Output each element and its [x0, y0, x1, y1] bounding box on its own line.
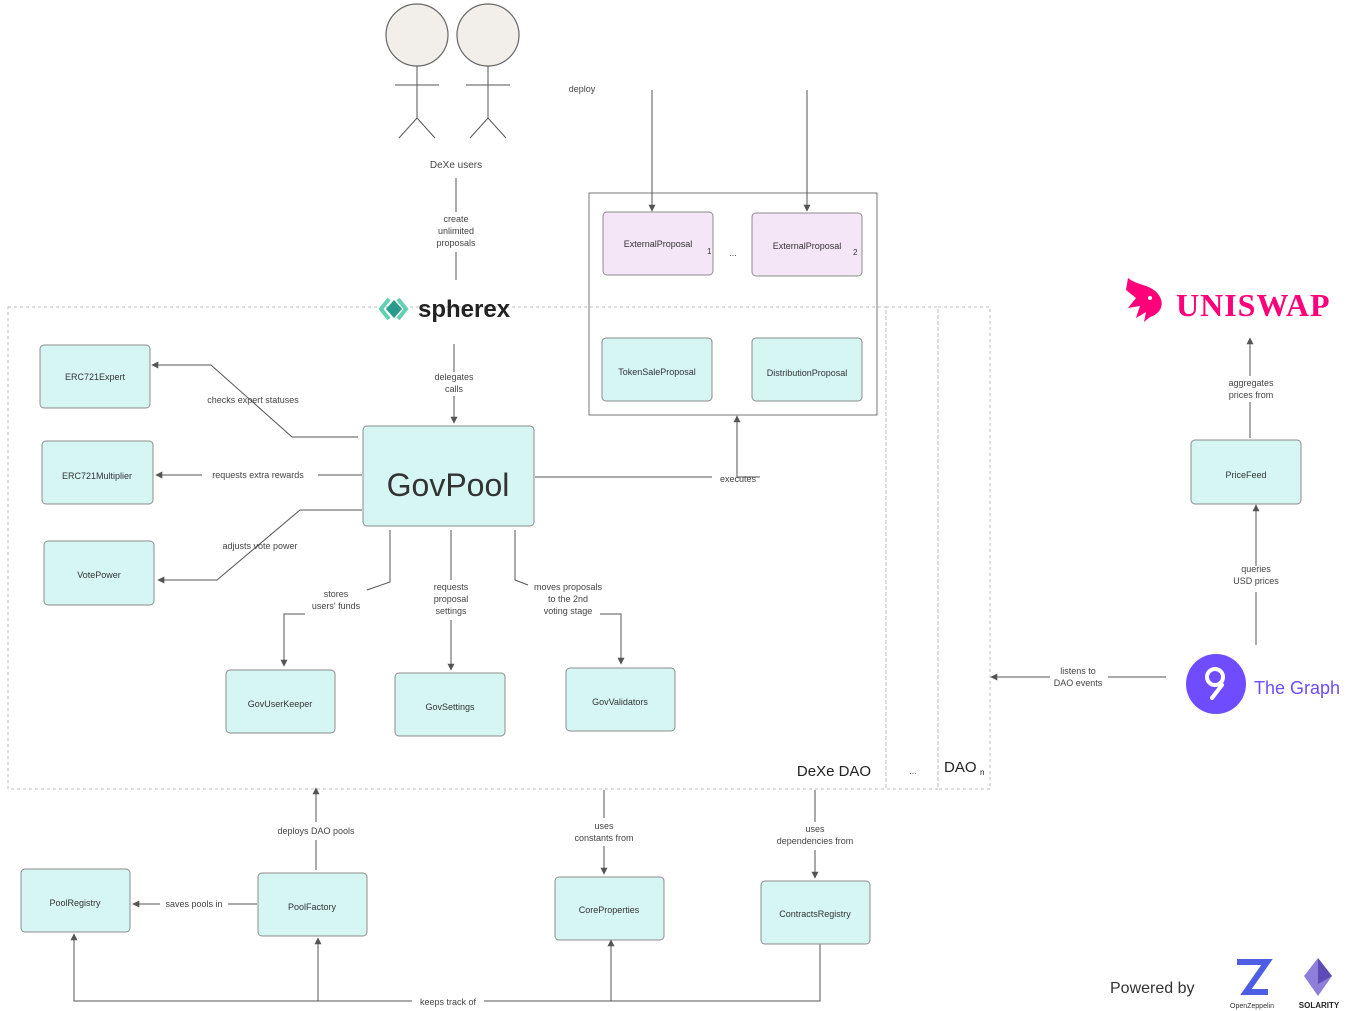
edge-label-create: unlimited	[438, 226, 474, 236]
edge-label-saves-pools: saves pools in	[165, 899, 222, 909]
edge-label-create: create	[443, 214, 468, 224]
edge-label-requests-settings: requests	[434, 582, 469, 592]
edge-label-queries: USD prices	[1233, 576, 1279, 586]
solarity-wordmark: SOLARITY	[1299, 1001, 1340, 1010]
edge-label-requests-rewards: requests extra rewards	[212, 470, 304, 480]
edge-label-uses-constants: constants from	[574, 833, 633, 843]
poolregistry-node: PoolRegistry	[20, 868, 131, 933]
external-proposal-2-node: ExternalProposal 2	[751, 212, 863, 277]
dao-n-subscript: n	[980, 768, 984, 777]
external-proposal-2-index: 2	[853, 248, 858, 257]
powered-by: Powered by OpenZeppelin SOLARITY	[1110, 958, 1340, 1010]
govsettings-node: GovSettings	[394, 672, 506, 737]
token-sale-proposal-node: TokenSaleProposal	[601, 337, 713, 402]
edge-label-uses-deps: uses	[805, 824, 825, 834]
dexe-dao-label: DeXe DAO	[797, 763, 871, 780]
solarity-icon: SOLARITY	[1299, 958, 1340, 1010]
contractsregistry-label: ContractsRegistry	[779, 909, 851, 919]
govpool-node: GovPool	[362, 425, 535, 527]
edge-label-deploy: deploy	[569, 84, 596, 94]
govvalidators-label: GovValidators	[592, 697, 648, 707]
token-sale-proposal-label: TokenSaleProposal	[618, 367, 696, 377]
govsettings-label: GovSettings	[425, 702, 475, 712]
poolfactory-node: PoolFactory	[257, 872, 368, 937]
edge-label-requests-settings: settings	[435, 606, 467, 616]
erc721expert-node: ERC721Expert	[39, 344, 151, 409]
poolregistry-label: PoolRegistry	[49, 898, 101, 908]
edge-labels: deploy create unlimited proposals delega…	[165, 84, 1279, 1007]
edge-label-keeps-track: keeps track of	[420, 997, 477, 1007]
user-icon	[385, 3, 449, 139]
external-proposal-2-label: ExternalProposal	[773, 241, 842, 251]
edge-label-requests-settings: proposal	[434, 594, 469, 604]
edge-label-uses-deps: dependencies from	[777, 836, 854, 846]
edge-label-aggregates: prices from	[1229, 390, 1274, 400]
connectors	[70, 90, 1256, 1002]
uniswap-wordmark: UNISWAP	[1176, 287, 1331, 323]
ellipsis-dao-region	[885, 306, 939, 790]
govpool-label: GovPool	[387, 467, 510, 503]
votepower-node: VotePower	[43, 540, 155, 606]
edge-label-checks-expert: checks expert statuses	[207, 395, 299, 405]
the-graph-logo: The Graph	[1186, 654, 1340, 714]
pricefeed-label: PriceFeed	[1225, 470, 1266, 480]
openzeppelin-icon: OpenZeppelin	[1230, 959, 1274, 1010]
dao-regions	[7, 306, 991, 790]
edge-label-delegates: calls	[445, 384, 464, 394]
votepower-label: VotePower	[77, 570, 121, 580]
edge-label-stores: users' funds	[312, 601, 361, 611]
openzeppelin-wordmark: OpenZeppelin	[1230, 1003, 1274, 1010]
edge-label-executes: executes	[720, 474, 757, 484]
dexe-dao-region	[7, 306, 887, 790]
contractsregistry-node: ContractsRegistry	[760, 880, 871, 945]
poolfactory-label: PoolFactory	[288, 902, 337, 912]
edge-label-create: proposals	[436, 238, 476, 248]
edge-label-delegates: delegates	[434, 372, 474, 382]
actors-label: DeXe users	[430, 160, 482, 171]
erc721expert-label: ERC721Expert	[65, 372, 126, 382]
edge-label-listens: listens to	[1060, 666, 1096, 676]
govvalidators-node: GovValidators	[565, 667, 676, 732]
govuserkeeper-label: GovUserKeeper	[248, 699, 313, 709]
coreproperties-node: CoreProperties	[554, 876, 665, 941]
proposals-ellipsis: ...	[729, 248, 737, 258]
govuserkeeper-node: GovUserKeeper	[225, 669, 336, 734]
user-icon	[456, 3, 520, 139]
erc721multiplier-label: ERC721Multiplier	[62, 471, 132, 481]
edge-label-moves: voting stage	[544, 606, 593, 616]
edge-label-deploys-pools: deploys DAO pools	[277, 826, 355, 836]
edge-label-adjusts-power: adjusts vote power	[222, 541, 297, 551]
the-graph-wordmark: The Graph	[1254, 678, 1340, 698]
ellipsis-dao-label: ...	[909, 766, 917, 776]
coreproperties-label: CoreProperties	[579, 905, 640, 915]
edge-label-queries: queries	[1241, 564, 1271, 574]
pricefeed-node: PriceFeed	[1190, 439, 1302, 505]
erc721multiplier-node: ERC721Multiplier	[41, 440, 154, 505]
unicorn-icon	[1126, 278, 1162, 322]
external-proposal-1-label: ExternalProposal	[624, 239, 693, 249]
distribution-proposal-node: DistributionProposal	[751, 337, 863, 402]
edge-label-moves: to the 2nd	[548, 594, 588, 604]
dao-n-label: DAO	[944, 759, 977, 776]
edge-label-uses-constants: uses	[594, 821, 614, 831]
spherex-logo: spherex	[378, 296, 511, 323]
dao-n-region	[937, 306, 991, 790]
powered-by-label: Powered by	[1110, 980, 1195, 997]
distribution-proposal-label: DistributionProposal	[767, 368, 848, 378]
edge-label-aggregates: aggregates	[1228, 378, 1274, 388]
edge-label-moves: moves proposals	[534, 582, 603, 592]
spherex-wordmark: spherex	[418, 296, 511, 323]
external-proposal-1-node: ExternalProposal 1	[602, 211, 714, 276]
external-proposal-1-index: 1	[707, 247, 712, 256]
uniswap-logo: UNISWAP	[1126, 278, 1331, 323]
edge-label-listens: DAO events	[1054, 678, 1103, 688]
edge-label-stores: stores	[324, 589, 349, 599]
